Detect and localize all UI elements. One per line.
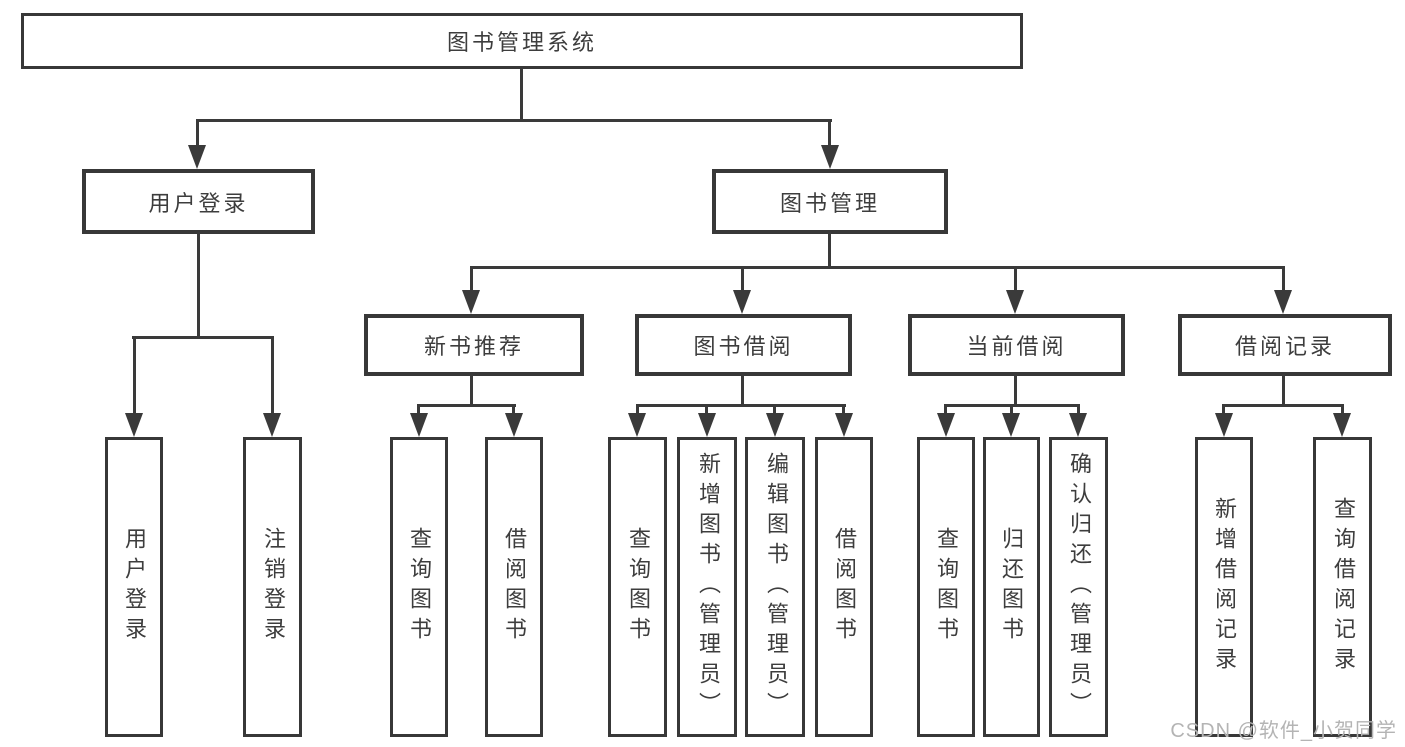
edge-line xyxy=(196,119,199,147)
arrow-down-icon xyxy=(1069,413,1087,437)
node-leaf-query-books-1: 查询图书 xyxy=(390,437,448,737)
arrow-down-icon xyxy=(835,413,853,437)
edge-line xyxy=(944,404,947,415)
arrow-down-icon xyxy=(628,413,646,437)
arrow-down-icon xyxy=(937,413,955,437)
arrow-down-icon xyxy=(698,413,716,437)
arrow-down-icon xyxy=(733,290,751,314)
arrow-down-icon xyxy=(1002,413,1020,437)
arrow-down-icon xyxy=(188,145,206,169)
edge-line xyxy=(417,404,420,415)
node-leaf-edit-book-admin: 编辑图书（管理员） xyxy=(745,437,805,737)
edge-line xyxy=(132,336,273,339)
edge-line xyxy=(512,404,515,415)
edge-line xyxy=(470,266,473,292)
node-leaf-borrow-books-1: 借阅图书 xyxy=(485,437,543,737)
edge-line xyxy=(828,119,831,147)
node-user-login-branch: 用户登录 xyxy=(82,169,315,234)
arrow-down-icon xyxy=(1333,413,1351,437)
edge-line xyxy=(842,404,845,415)
node-leaf-query-books-3: 查询图书 xyxy=(917,437,975,737)
node-leaf-confirm-return-admin: 确认归还（管理员） xyxy=(1049,437,1108,737)
edge-line xyxy=(520,69,523,120)
edge-line xyxy=(741,374,744,406)
edge-line xyxy=(705,404,708,415)
arrow-down-icon xyxy=(462,290,480,314)
edge-line xyxy=(470,374,473,406)
edge-line xyxy=(196,119,832,122)
node-leaf-return-books: 归还图书 xyxy=(983,437,1040,737)
node-leaf-borrow-books-2: 借阅图书 xyxy=(815,437,873,737)
arrow-down-icon xyxy=(1215,413,1233,437)
node-root: 图书管理系统 xyxy=(21,13,1023,69)
node-leaf-query-borrow-record: 查询借阅记录 xyxy=(1313,437,1372,737)
node-leaf-user-login: 用户登录 xyxy=(105,437,163,737)
edge-line xyxy=(1077,404,1080,415)
edge-line xyxy=(828,232,831,268)
edge-line xyxy=(470,266,1285,269)
node-new-book-recommend: 新书推荐 xyxy=(364,314,584,376)
edge-line xyxy=(636,404,639,415)
node-leaf-logout: 注销登录 xyxy=(243,437,302,737)
arrow-down-icon xyxy=(821,145,839,169)
node-book-borrowing: 图书借阅 xyxy=(635,314,852,376)
node-leaf-add-book-admin: 新增图书（管理员） xyxy=(677,437,737,737)
arrow-down-icon xyxy=(766,413,784,437)
edge-line xyxy=(1282,374,1285,406)
edge-line xyxy=(773,404,776,415)
edge-line xyxy=(271,336,274,415)
arrow-down-icon xyxy=(125,413,143,437)
edge-line xyxy=(133,336,136,415)
node-leaf-query-books-2: 查询图书 xyxy=(608,437,667,737)
node-book-management: 图书管理 xyxy=(712,169,948,234)
arrow-down-icon xyxy=(410,413,428,437)
edge-line xyxy=(636,404,846,407)
arrow-down-icon xyxy=(1274,290,1292,314)
arrow-down-icon xyxy=(505,413,523,437)
node-borrowing-records: 借阅记录 xyxy=(1178,314,1392,376)
edge-line xyxy=(1014,266,1017,292)
edge-line xyxy=(1341,404,1344,415)
edge-line xyxy=(1010,404,1013,415)
edge-line xyxy=(1282,266,1285,292)
watermark: CSDN @软件_小贺同学 xyxy=(1170,720,1397,742)
edge-line xyxy=(197,232,200,338)
edge-line xyxy=(1014,374,1017,406)
edge-line xyxy=(741,266,744,292)
edge-line xyxy=(1222,404,1225,415)
node-current-borrowing: 当前借阅 xyxy=(908,314,1125,376)
node-leaf-add-borrow-record: 新增借阅记录 xyxy=(1195,437,1253,737)
arrow-down-icon xyxy=(263,413,281,437)
arrow-down-icon xyxy=(1006,290,1024,314)
edge-line xyxy=(1222,404,1344,407)
edge-line xyxy=(418,404,516,407)
